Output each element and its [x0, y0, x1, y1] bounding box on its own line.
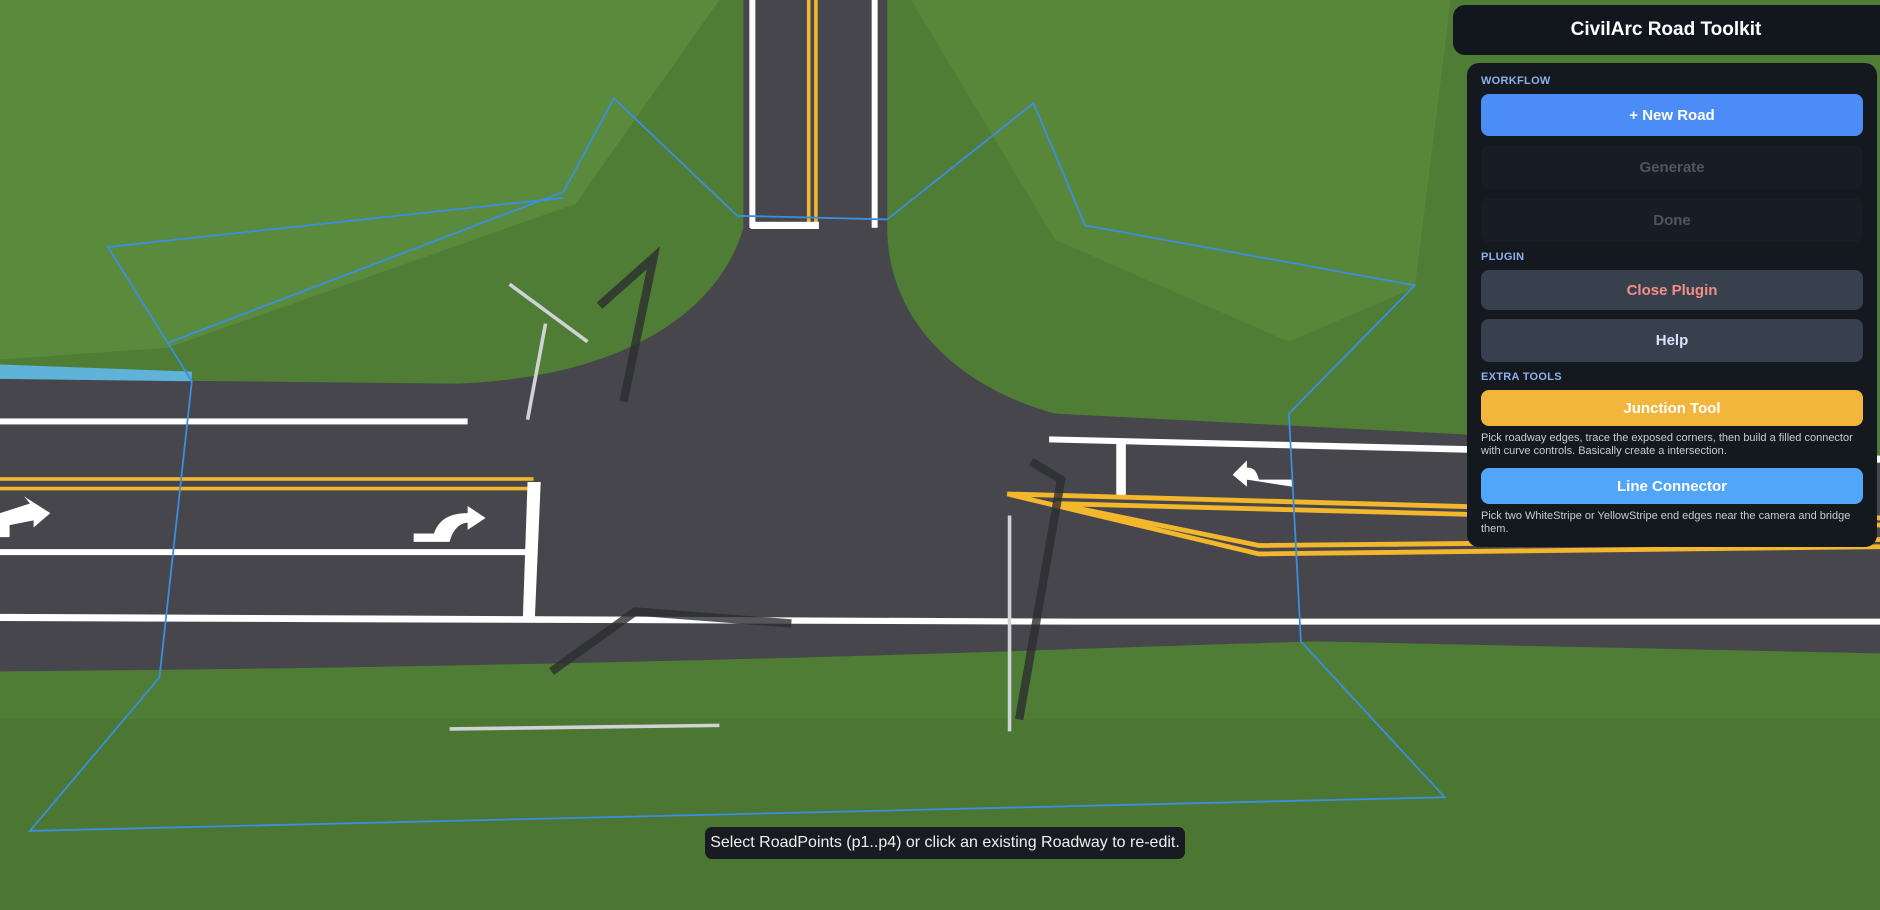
center-line-yellow: [814, 0, 818, 226]
done-button[interactable]: Done: [1481, 198, 1863, 242]
yellow-taper-marking: [1006, 491, 1880, 557]
stop-bar: [1116, 441, 1126, 497]
new-road-button[interactable]: + New Road: [1481, 94, 1863, 136]
section-label-workflow: WORKFLOW: [1481, 75, 1551, 87]
section-label-plugin: PLUGIN: [1481, 251, 1525, 263]
junction-tool-description: Pick roadway edges, trace the exposed co…: [1481, 432, 1853, 457]
stop-bar: [750, 221, 819, 229]
pole-shadow: [549, 246, 1066, 721]
line-connector-description: Pick two WhiteStripe or YellowStripe end…: [1481, 510, 1851, 535]
section-label-extra-tools: EXTRA TOOLS: [1481, 371, 1562, 383]
lane-line-white: [0, 418, 468, 425]
lane-line-white: [0, 549, 528, 556]
center-line-yellow: [0, 477, 534, 481]
grass-hill: [0, 0, 720, 360]
toolkit-panel: WORKFLOW + New Road Generate Done PLUGIN…: [1467, 63, 1877, 547]
toolkit-title-bar: CivilArc Road Toolkit: [1453, 5, 1880, 55]
grass-lower: [0, 719, 1880, 910]
grass-hill: [911, 0, 1451, 342]
help-button[interactable]: Help: [1481, 319, 1863, 362]
center-line-yellow: [806, 0, 811, 226]
status-message: Select RoadPoints (p1..p4) or click an e…: [710, 834, 1180, 851]
junction-tool-button[interactable]: Junction Tool: [1481, 390, 1863, 426]
lane-line-white: [871, 0, 878, 228]
center-line-yellow: [0, 486, 534, 491]
turn-arrow-marking: [1222, 460, 1293, 487]
status-toast: Select RoadPoints (p1..p4) or click an e…: [705, 827, 1185, 859]
toolkit-title: CivilArc Road Toolkit: [1570, 19, 1762, 40]
generate-button[interactable]: Generate: [1481, 145, 1863, 189]
turn-arrow-marking: [0, 496, 51, 538]
road-selection-outline: [27, 96, 1447, 832]
edge-line-white: [0, 613, 1880, 625]
signal-pole: [449, 515, 1012, 732]
curb-highlight: [0, 364, 192, 382]
signal-pole: [508, 282, 589, 420]
turn-arrow-marking: [413, 505, 486, 542]
close-plugin-button[interactable]: Close Plugin: [1481, 270, 1863, 310]
line-connector-button[interactable]: Line Connector: [1481, 468, 1863, 504]
lane-line-white: [749, 0, 756, 228]
